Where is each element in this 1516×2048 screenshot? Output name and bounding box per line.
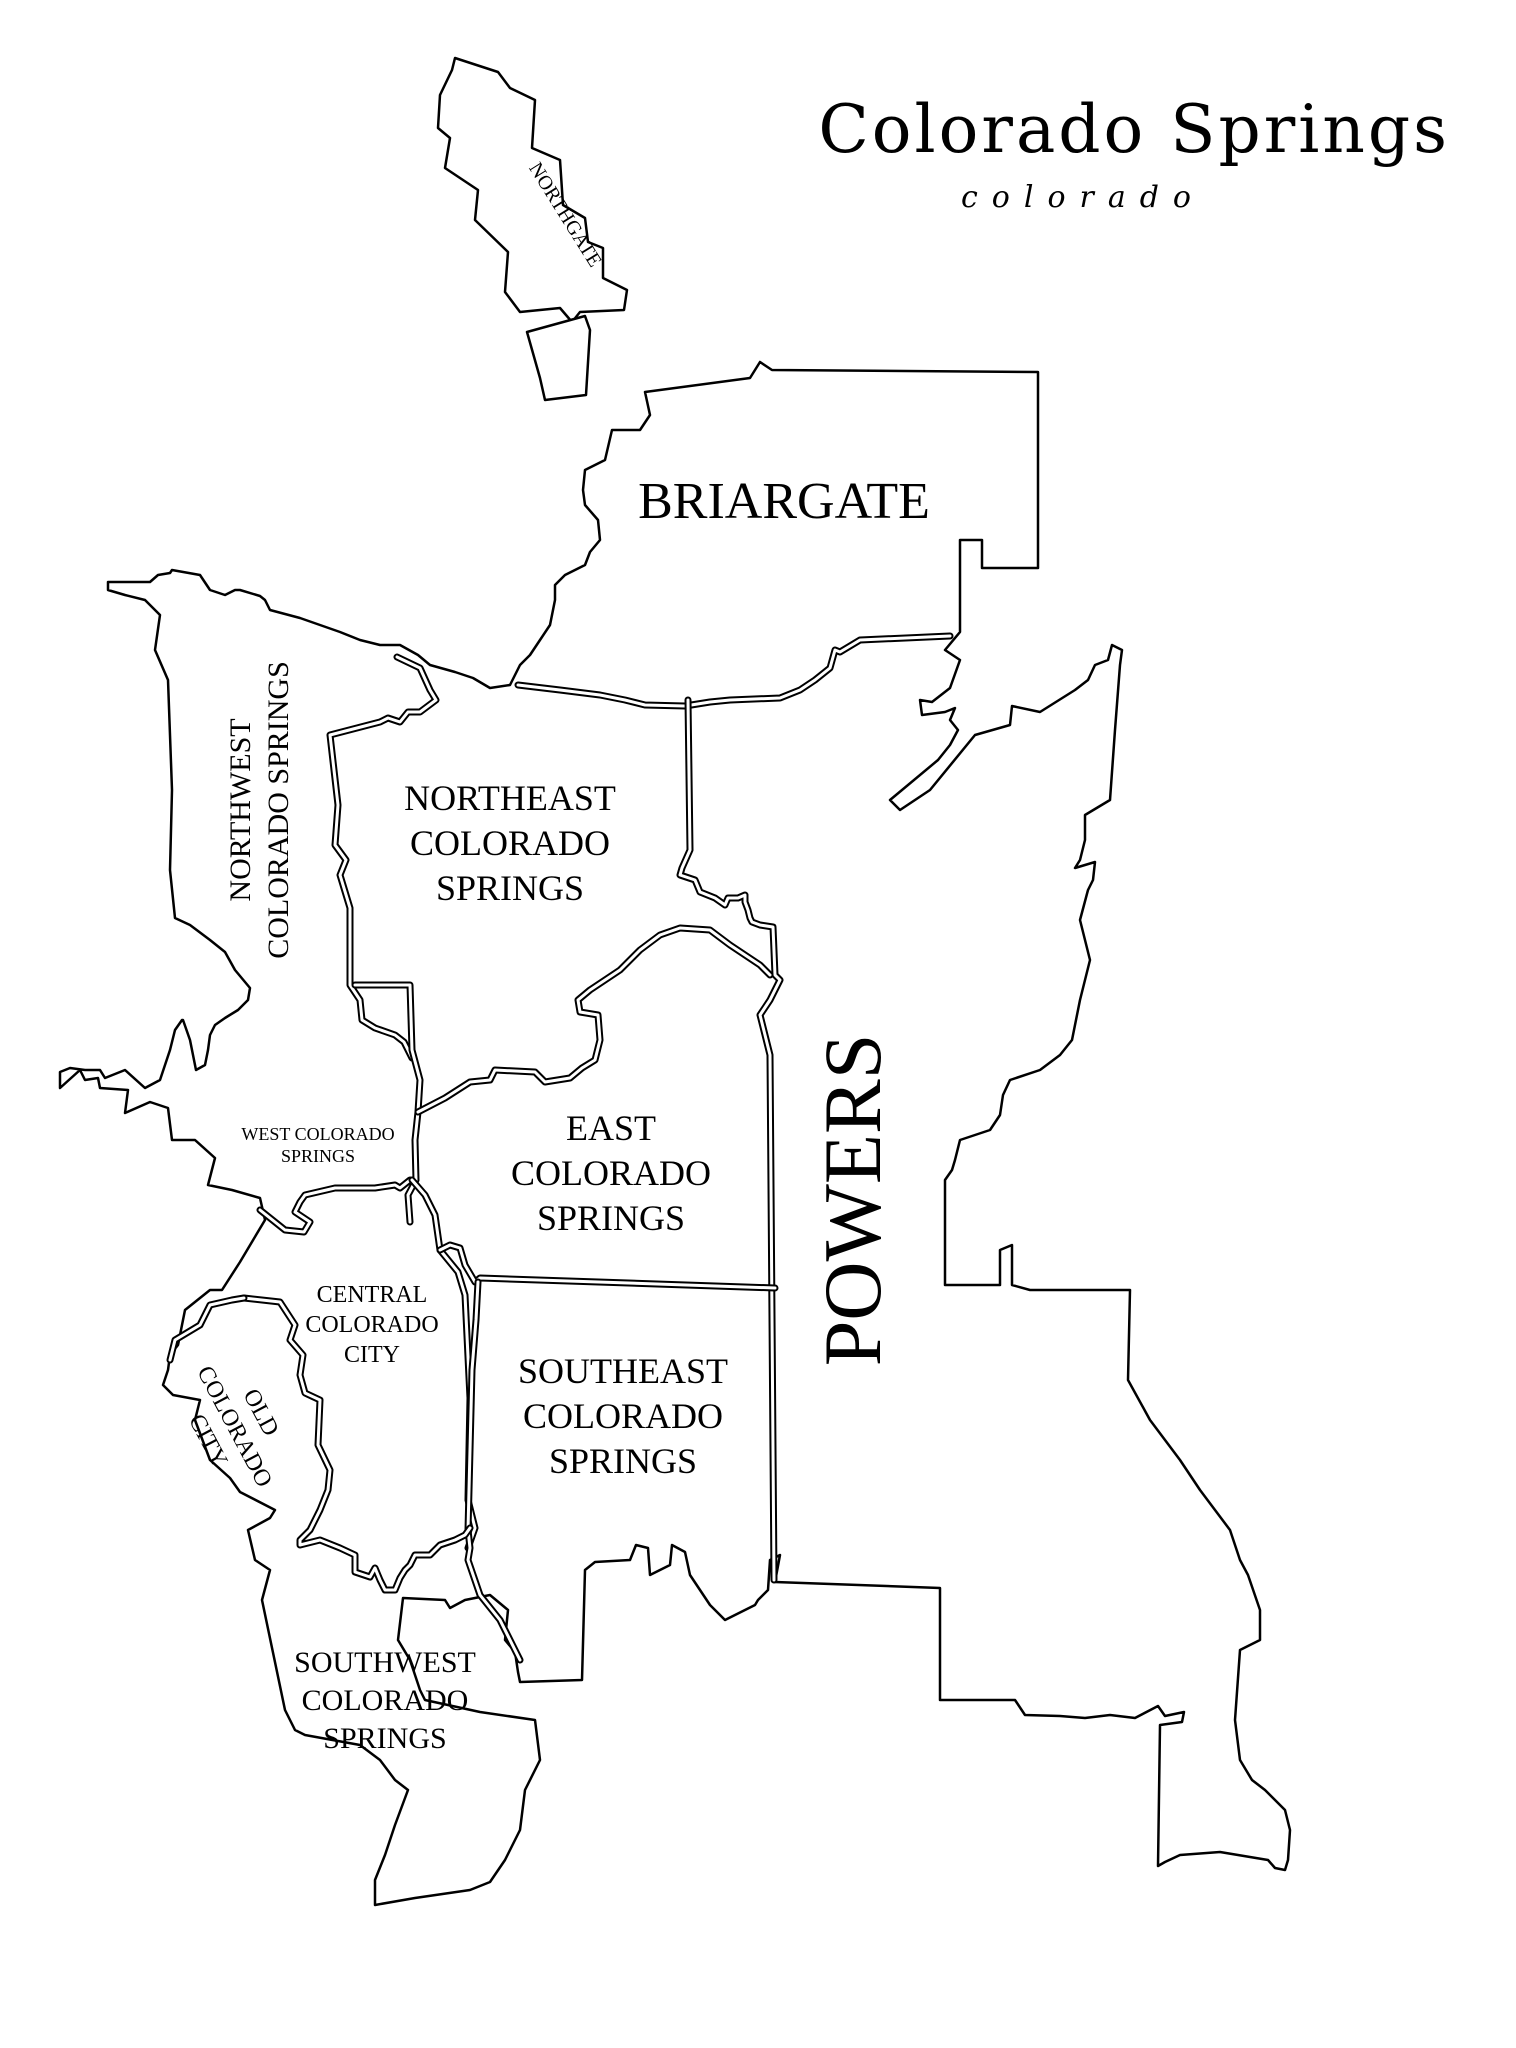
map-subtitle: colorado xyxy=(961,180,1205,215)
label-southwest-line-1: SOUTHWEST xyxy=(294,1646,476,1679)
neighborhood-labels: NORTHGATE BRIARGATE NORTHWEST COLORADO S… xyxy=(183,159,930,1755)
label-southeast-line-1: SOUTHEAST xyxy=(518,1351,728,1391)
label-central-line-2: COLORADO xyxy=(305,1312,438,1338)
region-northgate-south[interactable] xyxy=(525,314,592,402)
label-east-line-1: EAST xyxy=(566,1108,656,1148)
label-northeast-line-3: SPRINGS xyxy=(436,868,584,908)
internal-boundaries xyxy=(166,632,954,1664)
label-east-line-2: COLORADO xyxy=(511,1153,711,1193)
label-northeast: NORTHEAST COLORADO SPRINGS xyxy=(404,778,616,908)
label-northwest-line-1: NORTHWEST xyxy=(224,718,257,901)
label-briargate: BRIARGATE xyxy=(638,473,930,530)
label-northeast-line-2: COLORADO xyxy=(410,823,610,863)
label-northwest: NORTHWEST COLORADO SPRINGS xyxy=(224,661,295,959)
label-central-line-3: CITY xyxy=(344,1342,400,1368)
map-title: Colorado Springs xyxy=(818,91,1450,168)
label-southeast: SOUTHEAST COLORADO SPRINGS xyxy=(518,1351,728,1481)
label-southeast-line-3: SPRINGS xyxy=(549,1441,697,1481)
label-southeast-line-2: COLORADO xyxy=(523,1396,723,1436)
label-powers: POWERS xyxy=(807,1034,898,1367)
city-outline xyxy=(58,360,1292,1907)
label-powers-line-1: POWERS xyxy=(807,1034,898,1367)
label-west: WEST COLORADO SPRINGS xyxy=(241,1124,394,1166)
label-west-line-1: WEST COLORADO xyxy=(241,1124,394,1144)
label-east-line-3: SPRINGS xyxy=(537,1198,685,1238)
label-central: CENTRAL COLORADO CITY xyxy=(305,1282,438,1368)
label-east: EAST COLORADO SPRINGS xyxy=(511,1108,711,1238)
label-southwest-line-3: SPRINGS xyxy=(323,1722,446,1755)
label-northwest-line-2: COLORADO SPRINGS xyxy=(262,661,295,959)
region-northgate[interactable] xyxy=(436,56,629,324)
label-southwest: SOUTHWEST COLORADO SPRINGS xyxy=(294,1646,476,1755)
label-southwest-line-2: COLORADO xyxy=(302,1684,469,1717)
label-northeast-line-1: NORTHEAST xyxy=(404,778,616,818)
label-west-line-2: SPRINGS xyxy=(281,1146,355,1166)
label-central-line-1: CENTRAL xyxy=(317,1282,428,1308)
